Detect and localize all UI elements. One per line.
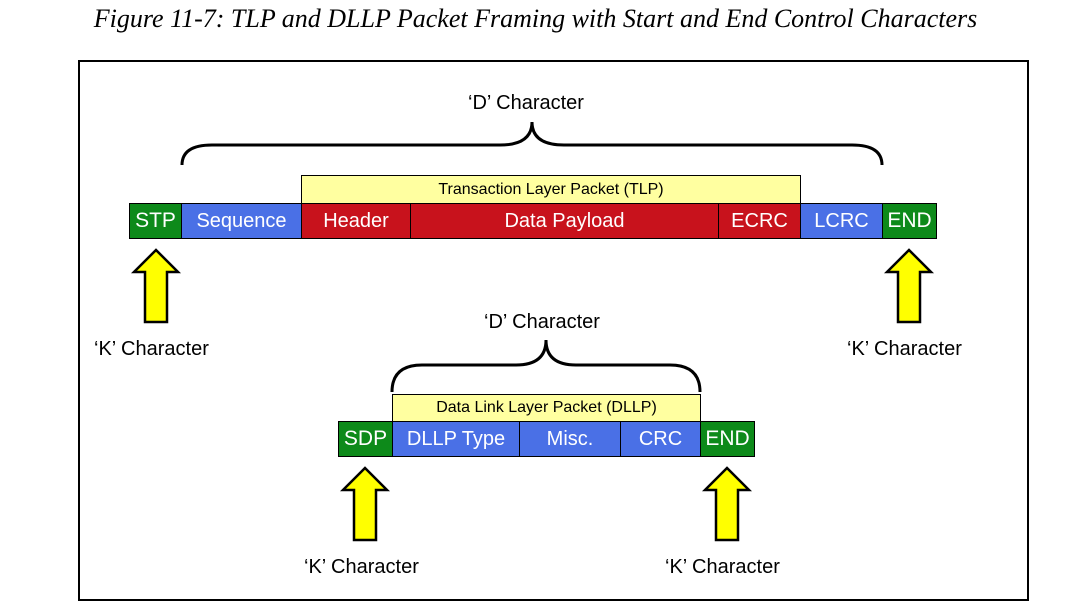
dllp-k-character-left-label: ‘K’ Character: [304, 556, 419, 578]
tlp-d-character-label: ‘D’ Character: [468, 92, 584, 114]
tlp-d-brace: [180, 121, 884, 166]
tlp-field-sequence: Sequence: [181, 203, 302, 239]
dllp-field-misc: Misc.: [519, 421, 621, 457]
dllp-field-end: END: [700, 421, 755, 457]
tlp-header-bar: Transaction Layer Packet (TLP): [301, 175, 801, 204]
dllp-header-bar: Data Link Layer Packet (DLLP): [392, 394, 701, 422]
dllp-field-crc: CRC: [620, 421, 701, 457]
tlp-field-header: Header: [301, 203, 411, 239]
dllp-sdp-k-arrow: [339, 466, 391, 542]
tlp-stp-k-arrow: [130, 248, 182, 324]
tlp-field-stp: STP: [129, 203, 182, 239]
figure-caption: Figure 11-7: TLP and DLLP Packet Framing…: [93, 4, 978, 33]
dllp-field-dllp-type: DLLP Type: [392, 421, 520, 457]
tlp-field-data-payload: Data Payload: [410, 203, 719, 239]
tlp-k-character-left-label: ‘K’ Character: [94, 338, 209, 360]
dllp-d-brace: [390, 339, 702, 393]
diagram-frame: [78, 60, 1029, 601]
tlp-end-k-arrow: [883, 248, 935, 324]
tlp-field-end: END: [882, 203, 937, 239]
dllp-end-k-arrow: [701, 466, 753, 542]
tlp-k-character-right-label: ‘K’ Character: [847, 338, 962, 360]
tlp-field-lcrc: LCRC: [800, 203, 883, 239]
dllp-k-character-right-label: ‘K’ Character: [665, 556, 780, 578]
dllp-field-sdp: SDP: [338, 421, 393, 457]
dllp-d-character-label: ‘D’ Character: [484, 311, 600, 333]
tlp-field-ecrc: ECRC: [718, 203, 801, 239]
